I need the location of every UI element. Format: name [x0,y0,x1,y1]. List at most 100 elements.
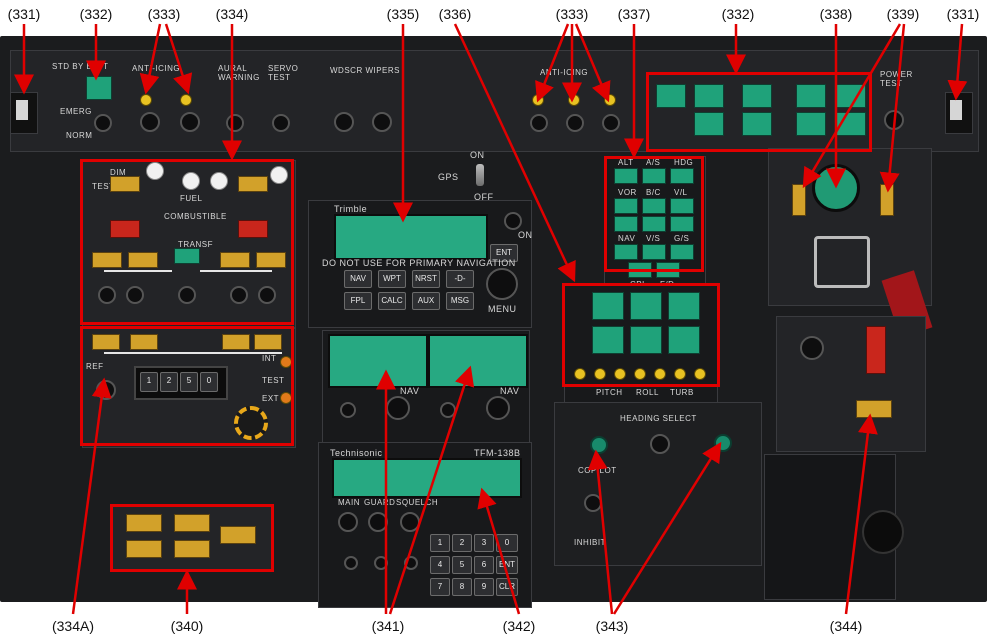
fuel-warning-left[interactable] [110,176,140,192]
radio-key-1[interactable]: 1 [430,534,450,552]
fuel-switch-1[interactable] [98,286,116,304]
nav-knob-3[interactable] [440,402,456,418]
engine-button-1[interactable] [656,84,686,108]
warning-light-2[interactable] [174,514,210,532]
sas-button-1[interactable] [592,292,624,320]
fuel-valve-3[interactable] [220,252,250,268]
fuel-switch-2[interactable] [126,286,144,304]
radio-key-9[interactable]: 9 [474,578,494,596]
sas-button-5[interactable] [630,326,662,354]
ap-vl-button[interactable] [670,198,694,214]
power-test-switch[interactable] [884,110,904,130]
guarded-red-switch[interactable] [866,326,886,374]
trim-rotary-knob[interactable] [234,406,268,440]
ap-extra-button-3[interactable] [670,216,694,232]
warning-light-1[interactable] [126,514,162,532]
sas-button-3[interactable] [668,292,700,320]
nav-knob-4[interactable] [486,396,510,420]
warning-light-5[interactable] [174,540,210,558]
gps-menu-knob[interactable] [486,268,518,300]
radio-main-knob[interactable] [338,512,358,532]
ap-as-button[interactable] [642,168,666,184]
radio-guard-knob[interactable] [368,512,388,532]
gps-key-msg[interactable]: MSG [446,292,474,310]
joystick-grip[interactable] [862,510,904,554]
release-handle[interactable] [814,236,870,288]
fuel-switch-5[interactable] [258,286,276,304]
servo-test-switch[interactable] [272,114,290,132]
trim-button-3[interactable] [222,334,250,350]
radio-selector-2[interactable] [374,556,388,570]
ap-nav-button[interactable] [614,244,638,260]
right-lower-knob[interactable] [800,336,824,360]
radio-key-4[interactable]: 4 [430,556,450,574]
wiper-switch-1[interactable] [334,112,354,132]
gps-toggle-switch[interactable] [476,164,484,186]
fuel-valve-1[interactable] [92,252,122,268]
ap-extra-button-2[interactable] [642,216,666,232]
engine-button-3[interactable] [694,112,724,136]
trim-button-2[interactable] [130,334,158,350]
anti-icing-right-switch-1[interactable] [530,114,548,132]
trim-button-4[interactable] [254,334,282,350]
sas-button-6[interactable] [668,326,700,354]
radio-key-2[interactable]: 2 [452,534,472,552]
radio-selector-3[interactable] [404,556,418,570]
gps-key-nrst[interactable]: NRST [412,270,440,288]
radio-key-ent[interactable]: ENT [496,556,518,574]
warning-light-3[interactable] [220,526,256,544]
sas-button-2[interactable] [630,292,662,320]
ap-alt-button[interactable] [614,168,638,184]
fuel-valve-2[interactable] [128,252,158,268]
gps-key-nav[interactable]: NAV [344,270,372,288]
ap-vor-button[interactable] [614,198,638,214]
gps-key-calc[interactable]: CALC [378,292,406,310]
radio-selector-1[interactable] [344,556,358,570]
radio-key-0[interactable]: 0 [496,534,518,552]
engine-button-4[interactable] [742,84,772,108]
gps-key-direct[interactable]: -D- [446,270,474,288]
nav-knob-1[interactable] [340,402,356,418]
radio-key-7[interactable]: 7 [430,578,450,596]
fuel-switch-4[interactable] [230,286,248,304]
anti-icing-left-switch-1[interactable] [140,112,160,132]
inhibit-switch[interactable] [584,494,602,512]
right-panel-indicator-left[interactable] [792,184,806,216]
engine-button-2[interactable] [694,84,724,108]
ap-gs-button[interactable] [670,244,694,260]
fuel-pump-right[interactable] [238,220,268,238]
right-lower-amber-button[interactable] [856,400,892,418]
anti-icing-right-switch-3[interactable] [602,114,620,132]
std-by-batt-button[interactable] [86,76,112,100]
wiper-switch-2[interactable] [372,112,392,132]
radio-key-3[interactable]: 3 [474,534,494,552]
gps-key-fpl[interactable]: FPL [344,292,372,310]
gps-power-knob[interactable] [504,212,522,230]
sas-button-4[interactable] [592,326,624,354]
std-by-batt-switch[interactable] [94,114,112,132]
ap-hdg-button[interactable] [670,168,694,184]
radio-squelch-knob[interactable] [400,512,420,532]
gps-key-aux[interactable]: AUX [412,292,440,310]
anti-icing-right-switch-2[interactable] [566,114,584,132]
fuel-switch-3[interactable] [178,286,196,304]
heading-select-knob[interactable] [650,434,670,454]
right-panel-indicator-right[interactable] [880,184,894,216]
anti-icing-left-switch-2[interactable] [180,112,200,132]
radio-key-clr[interactable]: CLR [496,578,518,596]
nav-knob-2[interactable] [386,396,410,420]
aural-warning-switch[interactable] [226,114,244,132]
fuel-warning-right[interactable] [238,176,268,192]
radio-key-5[interactable]: 5 [452,556,472,574]
gps-key-wpt[interactable]: WPT [378,270,406,288]
transfer-button[interactable] [174,248,200,264]
ap-extra-button-1[interactable] [614,216,638,232]
engine-button-5[interactable] [742,112,772,136]
radio-key-6[interactable]: 6 [474,556,494,574]
ap-bc-button[interactable] [642,198,666,214]
radio-key-8[interactable]: 8 [452,578,472,596]
trim-button-1[interactable] [92,334,120,350]
ap-vs-button[interactable] [642,244,666,260]
fuel-pump-left[interactable] [110,220,140,238]
warning-light-4[interactable] [126,540,162,558]
